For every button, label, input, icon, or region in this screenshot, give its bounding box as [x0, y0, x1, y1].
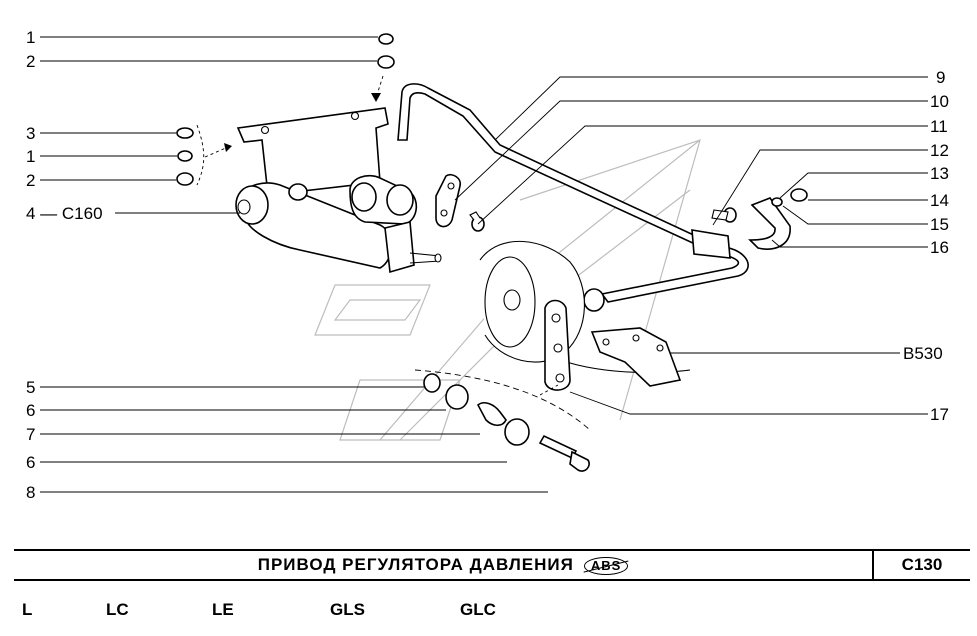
bracket-10: [435, 173, 462, 228]
exploded-parts-diagram: 1 2 3 1 2 4 — C160 5 6 7 6 8 9 10 11 12 …: [26, 28, 949, 502]
callout-11: 11: [930, 117, 948, 136]
bracket-b530: [590, 327, 682, 387]
callout-14: 14: [930, 191, 949, 210]
variant-lc: LC: [106, 600, 129, 619]
callout-6a: 6: [26, 401, 35, 420]
callout-2a: 2: [26, 52, 35, 71]
variant-le: LE: [212, 600, 234, 619]
title-separator: [872, 551, 874, 579]
callout-1b: 1: [26, 147, 35, 166]
spring-rod: [397, 83, 749, 312]
callout-labels: 1 2 3 1 2 4 — C160 5 6 7 6 8 9 10 11 12 …: [26, 28, 949, 502]
title-text: ПРИВОД РЕГУЛЯТОРА ДАВЛЕНИЯ: [257, 555, 574, 574]
diagram-code: C130: [901, 555, 943, 574]
variant-gls: GLS: [330, 600, 365, 619]
callout-16: 16: [930, 238, 949, 257]
hardware-right: [711, 188, 808, 250]
pressure-regulator: [235, 107, 442, 274]
hardware-top-left: [176, 33, 395, 186]
callout-1a: 1: [26, 28, 35, 47]
callout-9: 9: [936, 68, 945, 87]
callout-8: 8: [26, 483, 35, 502]
variant-l: L: [22, 600, 33, 619]
callout-3: 3: [26, 124, 35, 143]
callout-6b: 6: [26, 453, 35, 472]
abs-crossed-badge: ABS: [583, 556, 629, 575]
variant-glc: GLC: [460, 600, 496, 619]
callout-12: 12: [930, 141, 949, 160]
callout-5: 5: [26, 378, 35, 397]
bolt-11: [469, 211, 485, 232]
title-block: ПРИВОД РЕГУЛЯТОРА ДАВЛЕНИЯ ABS C130: [14, 549, 970, 581]
lever-17: [544, 299, 571, 391]
diagram-title: ПРИВОД РЕГУЛЯТОРА ДАВЛЕНИЯ ABS: [14, 555, 872, 575]
callout-2b: 2: [26, 171, 35, 190]
bushing-hardware: [414, 369, 591, 472]
callout-7: 7: [26, 425, 35, 444]
callout-10: 10: [930, 92, 949, 111]
callout-13: 13: [930, 164, 949, 183]
callout-17: 17: [930, 405, 949, 424]
callout-4-c160: 4 — C160: [26, 204, 103, 223]
callout-b530: B530: [903, 344, 943, 363]
leader-lines: [40, 36, 928, 493]
callout-15: 15: [930, 215, 949, 234]
